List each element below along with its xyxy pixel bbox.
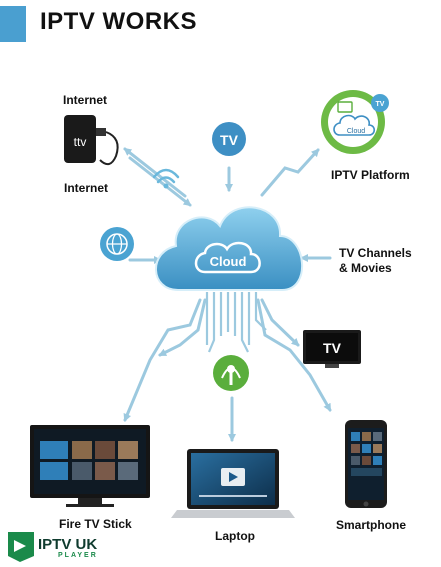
iptv-uk-logo-mark [8,532,34,562]
tv-bubble-icon: TV [212,122,246,156]
arrow-to-smartphone [256,298,332,412]
header-accent-bar [0,6,26,42]
smartphone-icon [345,420,387,508]
label-smartphone: Smartphone [336,518,407,532]
label-laptop: Laptop [215,529,255,543]
label-internet-top: Internet [63,93,108,107]
streaming-stick-icon: ttv [64,115,119,166]
arrow-to-firetv-2 [158,298,207,357]
label-iptv-platform: IPTV Platform [331,168,410,182]
label-movies: & Movies [339,261,392,275]
page-title: IPTV WORKS [40,8,198,35]
tv-screen-icon: TV [303,330,361,368]
cloud-streams [205,292,267,353]
laptop-icon [171,449,295,518]
arrow-cloud-to-platform [260,148,320,197]
logo-subtitle: PLAYER [58,552,98,559]
logo-name: IPTV UK [38,536,98,553]
tv-screen-label: TV [323,340,342,356]
arrow-cloud-to-internet [123,147,187,198]
arrow-to-firetv [123,298,202,422]
cloud-center-label: Cloud [210,254,247,269]
broadcast-icon [213,355,249,391]
platform-tv-badge: TV [376,101,385,108]
label-internet-bottom: Internet [64,181,109,195]
label-tv-channels: TV Channels [339,246,412,260]
iptv-platform-icon: Cloud TV [321,90,389,154]
fire-tv-monitor-icon [30,425,150,507]
tv-bubble-label: TV [220,132,239,148]
cloud-main: Cloud [155,206,304,291]
label-fire-tv-stick: Fire TV Stick [59,517,132,531]
globe-icon [100,227,134,261]
flow-arrows [123,147,332,442]
platform-cloud-label: Cloud [347,128,365,135]
stick-text: ttv [74,135,87,149]
wifi-icon [152,168,180,189]
arrow-to-tv [260,298,300,347]
